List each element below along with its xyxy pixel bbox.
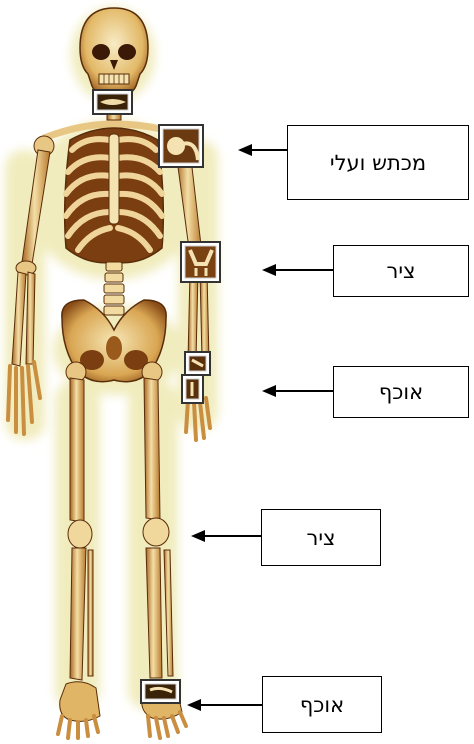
arrow-wrist <box>262 385 333 397</box>
label-shoulder: מכתש ועלי <box>287 125 469 200</box>
label-wrist: אוכף <box>333 366 469 418</box>
arrow-ankle <box>187 699 262 711</box>
label-ankle: אוכף <box>262 676 382 733</box>
arrow-elbow <box>262 264 333 276</box>
arrow-shoulder <box>238 144 287 156</box>
label-elbow: ציר <box>333 245 469 297</box>
label-knee: ציר <box>261 509 381 566</box>
arrow-knee <box>191 530 261 542</box>
